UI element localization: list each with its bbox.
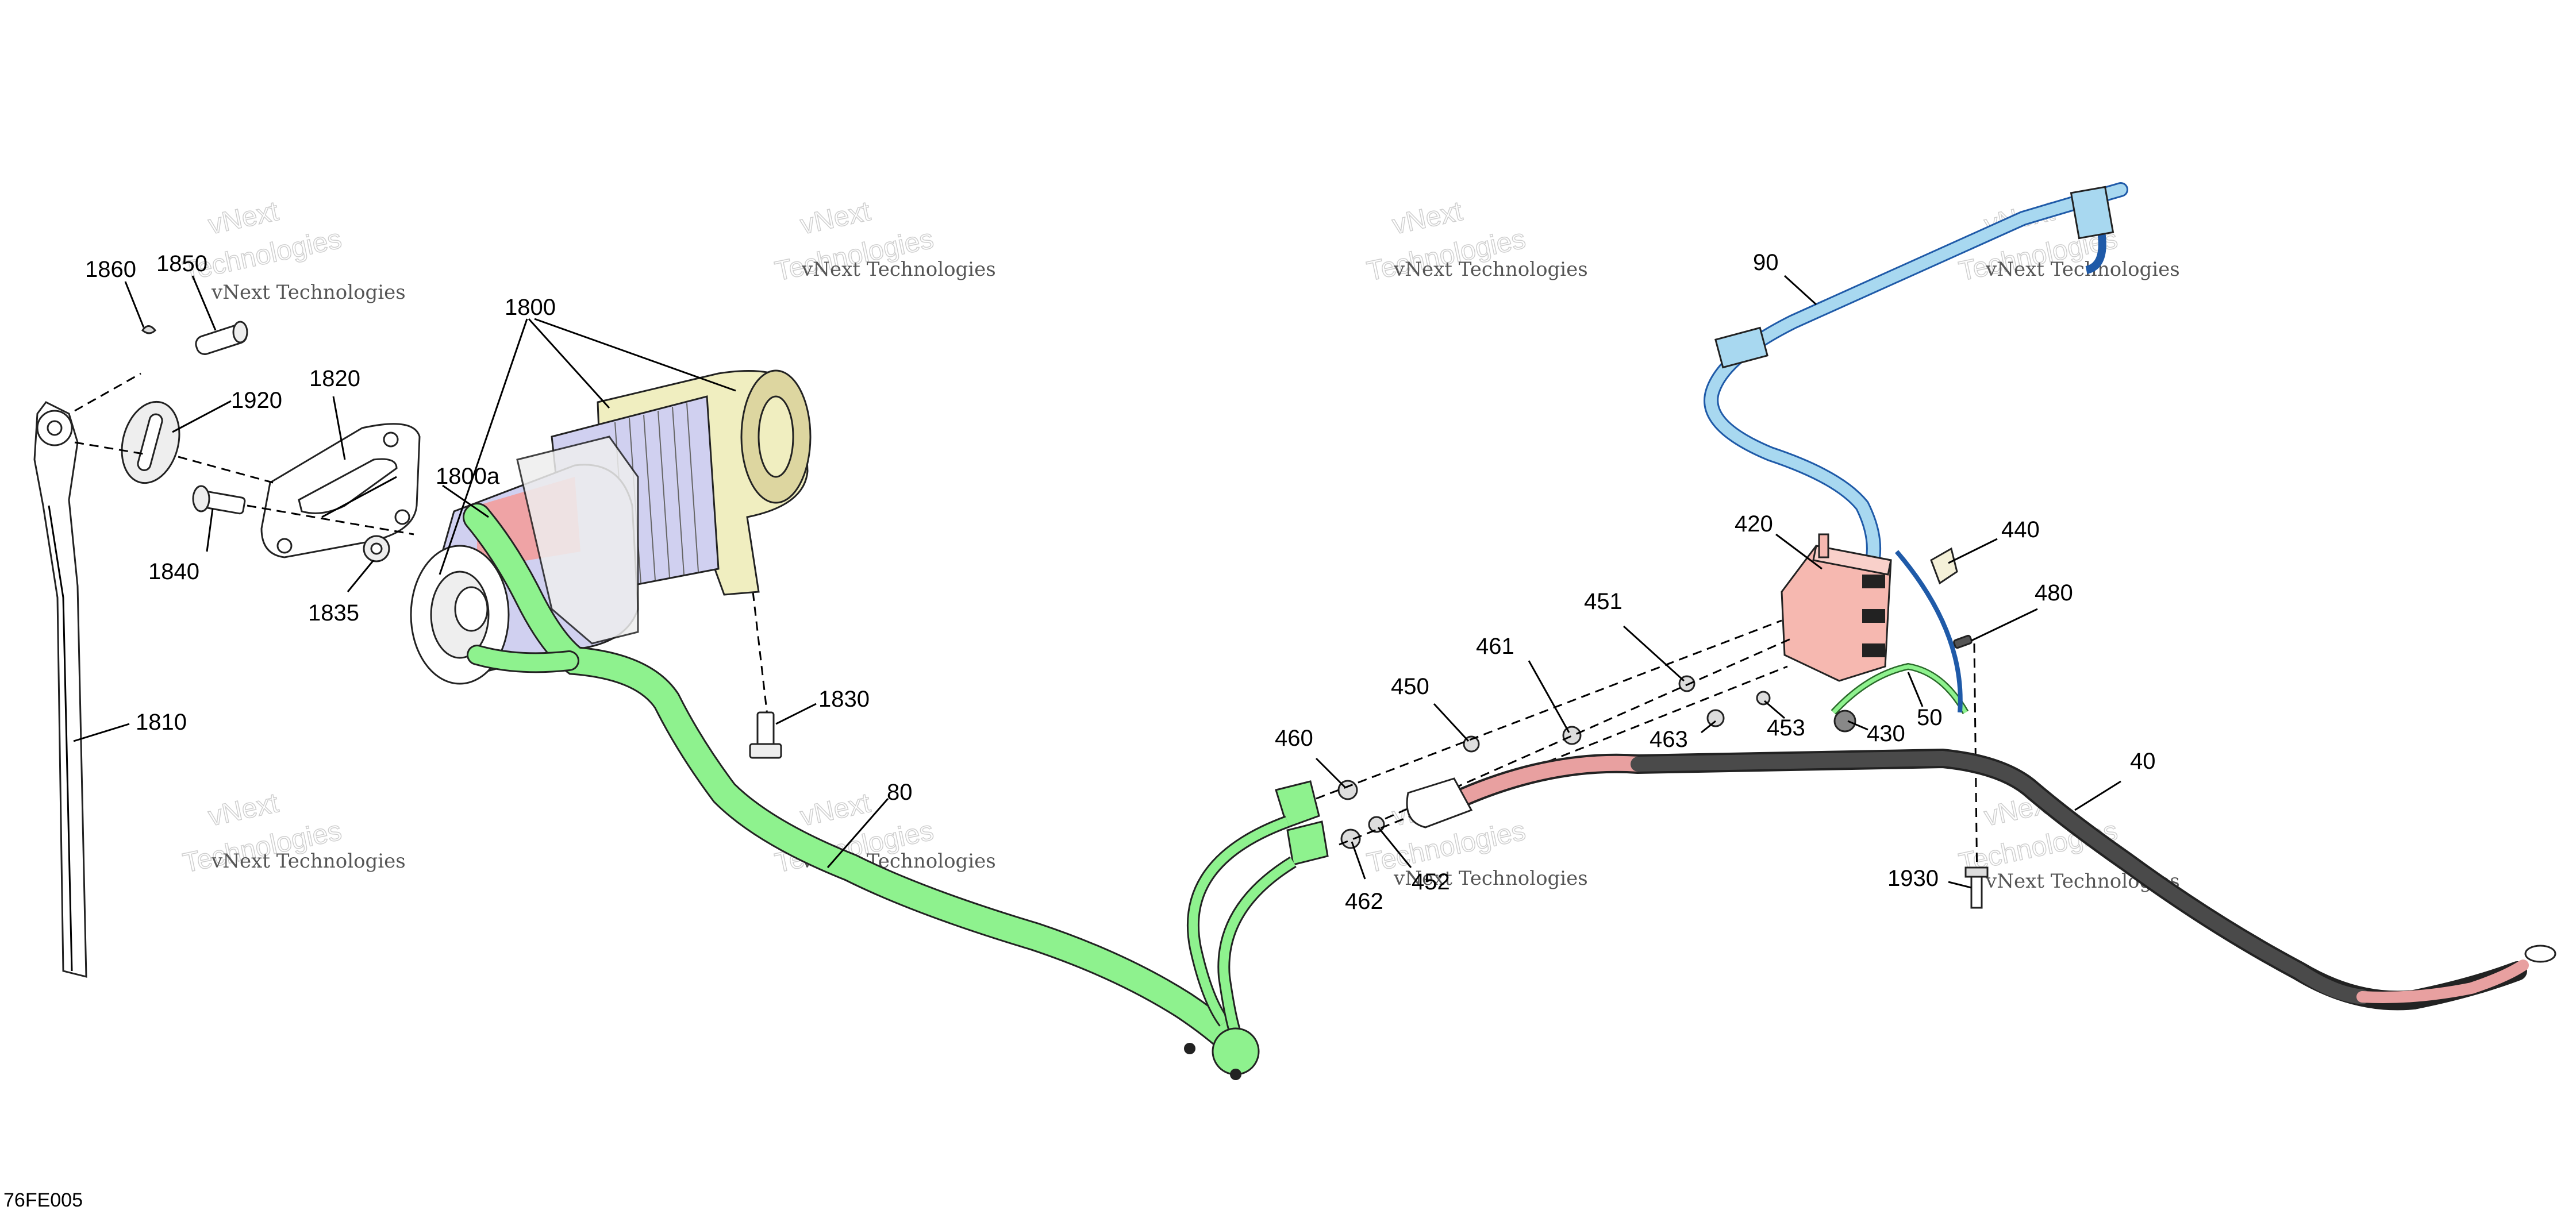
part-430-nut[interactable]	[1833, 710, 1856, 733]
part-1810-strap[interactable]	[33, 401, 87, 978]
callout-1930: 1930	[1887, 866, 1939, 891]
callout-420: 420	[1735, 511, 1773, 537]
watermark-vnext: vNext	[206, 196, 281, 240]
watermark-caption: vNext Technologies	[801, 258, 996, 281]
watermark-caption: vNext Technologies	[211, 281, 406, 304]
part-420-solenoid[interactable]	[1781, 533, 1892, 682]
part-453-washer[interactable]	[1756, 691, 1771, 706]
callout-1860: 1860	[85, 257, 136, 282]
part-1920-washer[interactable]	[113, 395, 188, 490]
part-462-nut[interactable]	[1340, 828, 1361, 849]
callout-461: 461	[1476, 634, 1514, 659]
callout-1835: 1835	[308, 600, 359, 626]
diagram-code: 76FE005	[3, 1189, 83, 1211]
part-463-nut[interactable]	[1706, 709, 1725, 727]
watermark-vnext: vNext	[798, 788, 873, 832]
watermark-caption: vNext Technologies	[1985, 258, 2180, 281]
part-1830-bolt[interactable]	[749, 711, 782, 759]
part-1850-pin[interactable]	[194, 321, 248, 356]
part-1860-clip[interactable]	[141, 325, 157, 334]
watermark-caption: vNext Technologies	[1393, 258, 1588, 281]
callout-463: 463	[1650, 727, 1688, 752]
watermark-vnext: vNext	[798, 196, 873, 240]
callout-1800a: 1800a	[436, 464, 500, 489]
callout-1800: 1800	[505, 295, 556, 320]
part-1930-screw[interactable]	[1964, 866, 1989, 909]
part-90-blue-harness[interactable]	[1704, 182, 2128, 593]
callout-450: 450	[1391, 674, 1429, 699]
assembly-lines-left	[74, 372, 768, 716]
part-480-screw[interactable]	[1953, 634, 1973, 649]
watermark-vnext: vNext	[1390, 196, 1465, 240]
callout-1810: 1810	[136, 710, 187, 735]
callout-480: 480	[2035, 580, 2073, 606]
callout-452: 452	[1412, 869, 1450, 895]
leader-lines	[73, 275, 2121, 889]
watermark-vnext: vNext	[206, 788, 281, 832]
part-40-battery-cable[interactable]	[1406, 748, 2556, 1011]
part-452-washer[interactable]	[1368, 816, 1385, 833]
callout-430: 430	[1867, 721, 1905, 746]
callout-1920: 1920	[231, 388, 282, 413]
callout-1850: 1850	[156, 251, 207, 276]
part-1835-nut[interactable]	[363, 535, 390, 562]
part-1840-bolt[interactable]	[192, 485, 246, 515]
part-461-nut[interactable]	[1562, 726, 1582, 745]
part-1820-plate[interactable]	[260, 423, 421, 558]
callout-1840: 1840	[148, 559, 199, 584]
callout-440: 440	[2001, 517, 2040, 542]
callout-1820: 1820	[309, 366, 360, 391]
part-80-green-harness[interactable]	[463, 503, 1329, 1080]
callout-labels: 1860 1850 1920 1820 1800 1800a 1840 1835…	[85, 250, 2156, 914]
callout-1830: 1830	[818, 687, 870, 712]
watermark-caption: vNext Technologies	[1393, 867, 1588, 890]
callout-462: 462	[1345, 889, 1383, 914]
callout-90: 90	[1753, 250, 1779, 275]
callout-451: 451	[1584, 589, 1623, 614]
callout-80: 80	[887, 780, 913, 805]
callout-453: 453	[1767, 715, 1805, 741]
callout-460: 460	[1275, 726, 1313, 751]
callout-50: 50	[1917, 705, 1943, 730]
part-50-harness[interactable]	[1831, 550, 1969, 715]
callout-40: 40	[2130, 749, 2156, 774]
part-440-bracket[interactable]	[1930, 547, 1958, 585]
watermark-caption: vNext Technologies	[211, 850, 406, 873]
